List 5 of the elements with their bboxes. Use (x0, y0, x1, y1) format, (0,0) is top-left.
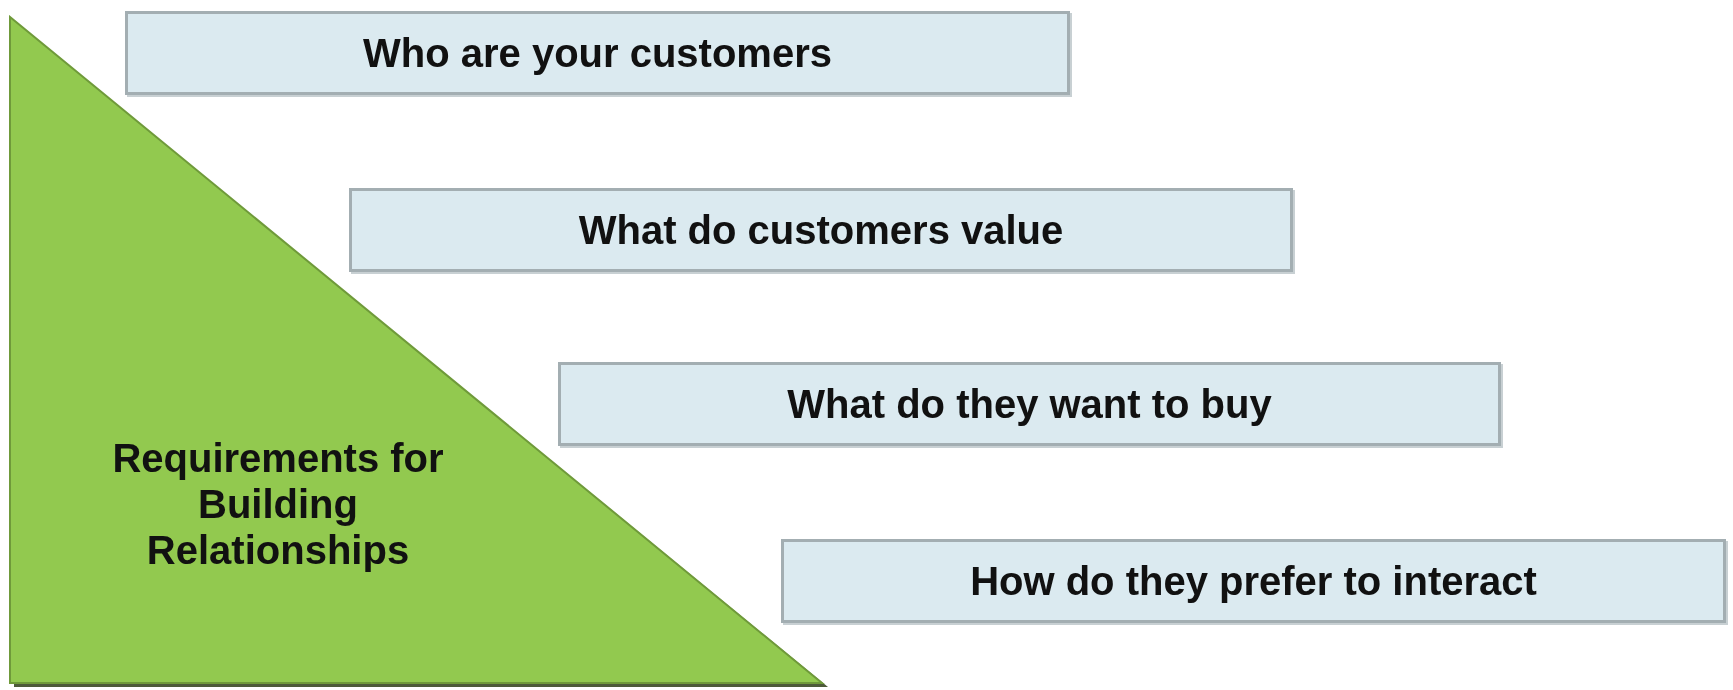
question-box: How do they prefer to interact (781, 539, 1726, 623)
question-box: Who are your customers (125, 11, 1070, 95)
triangle-label: Requirements for Building Relationships (111, 435, 445, 573)
question-box: What do customers value (349, 188, 1293, 272)
question-box: What do they want to buy (558, 362, 1501, 446)
